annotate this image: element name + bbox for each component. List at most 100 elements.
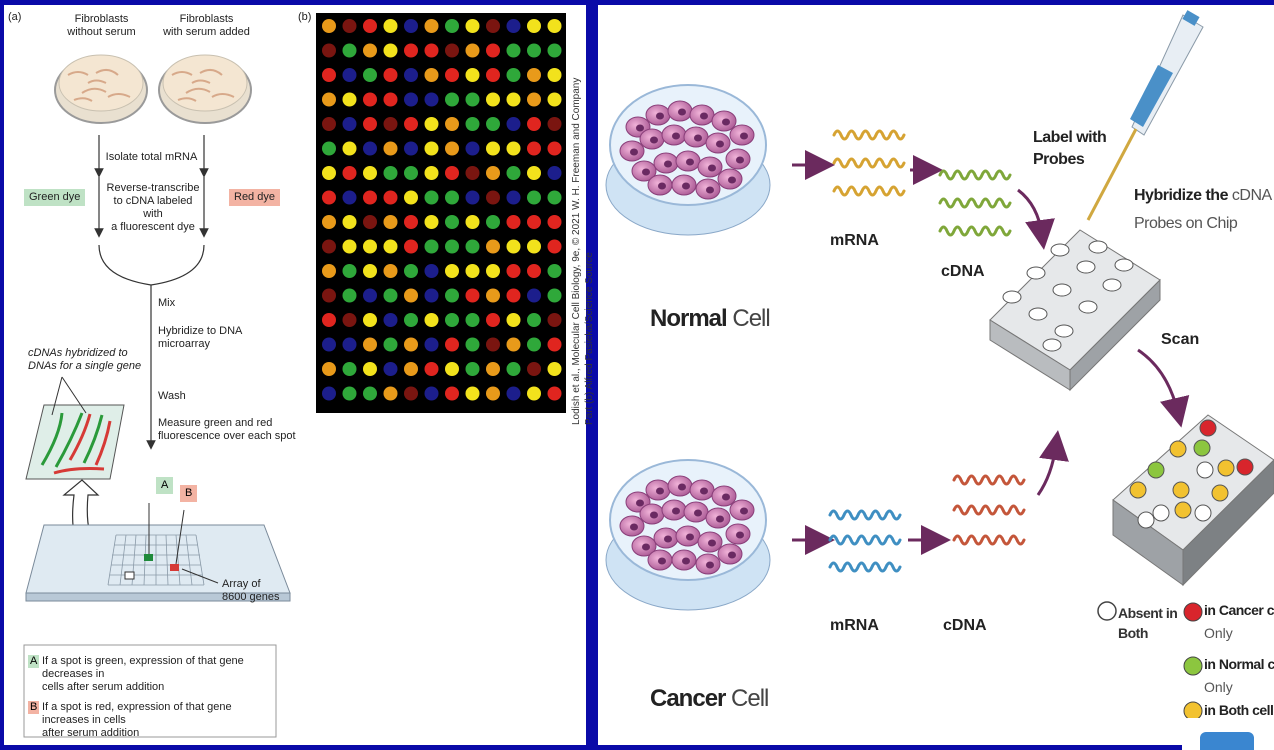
marker-a: A [156, 477, 174, 494]
microarray-spot [404, 190, 418, 205]
microarray-spot [342, 264, 357, 278]
microarray-spot [404, 337, 418, 352]
microarray-spot [424, 288, 439, 303]
microarray-spot [424, 313, 439, 327]
microarray-spot [465, 362, 480, 376]
microarray-spot [486, 19, 500, 33]
microarray-spot [506, 362, 521, 376]
microarray-spot [527, 288, 541, 303]
microarray-spot [342, 362, 357, 376]
legend-absent-text: Absent in Both [1118, 605, 1178, 641]
microarray-spot [342, 313, 357, 327]
microarray-spot [424, 386, 439, 401]
chip-well [1088, 240, 1108, 254]
microarray-spot [547, 141, 562, 156]
scanned-chip [1112, 414, 1274, 587]
microarray-spots [322, 19, 562, 401]
microarray-spot [322, 190, 336, 205]
legend-a-key: A [28, 655, 40, 668]
chip-well [1050, 243, 1070, 257]
corner-overlay [1182, 718, 1274, 750]
step-hybridize: Hybridize to DNA microarray [158, 325, 243, 350]
microarray-spot [486, 68, 500, 82]
microarray-spot [547, 92, 562, 107]
pipette [1086, 10, 1204, 221]
microarray-spot [547, 68, 562, 82]
microarray-spot [445, 313, 459, 327]
microarray-spot [342, 43, 357, 58]
microarray-spot [322, 239, 336, 254]
microarray-spot [404, 19, 418, 33]
chip-well [1026, 266, 1046, 280]
microarray-spot [322, 166, 336, 180]
chip-well [1042, 338, 1062, 352]
microarray-spot [363, 288, 377, 303]
microarray-spot [527, 166, 541, 180]
microarray-spot [383, 92, 398, 107]
app-icon [1200, 732, 1254, 750]
microarray-spot [342, 68, 357, 82]
microarray-spot [383, 386, 398, 401]
cdna-note: cDNAs hybridized to DNAs for a single ge… [28, 347, 142, 372]
microarray-spot [506, 386, 521, 401]
microarray-spot [486, 190, 500, 205]
microarray-spot [363, 313, 377, 327]
green-dye-box: Green dye [24, 189, 86, 206]
microarray-spot [527, 19, 541, 33]
mrna-top-label: mRNA [830, 232, 879, 249]
microarray-spot [486, 337, 500, 352]
microarray-spot [404, 43, 418, 58]
microarray-spot [506, 215, 521, 229]
microarray-spot [527, 313, 541, 327]
microarray-spot [445, 19, 459, 33]
microarray-spot [383, 239, 398, 254]
probes-on-chip: Probes on Chip [1134, 215, 1238, 232]
chip-spot [1169, 440, 1187, 458]
legend-box [23, 644, 277, 738]
microarray-spot [363, 190, 377, 205]
microarray-spot [445, 68, 459, 82]
normal-cell-dish [605, 84, 771, 236]
legend-normal-dot [1183, 656, 1203, 676]
microarray-spot [445, 92, 459, 107]
microarray-spot [363, 239, 377, 254]
figure-a-graphics [23, 13, 566, 738]
microarray-spot [363, 337, 377, 352]
chip-well [1054, 324, 1074, 338]
microarray-spot [322, 313, 336, 327]
microarray-spot [342, 92, 357, 107]
microarray-spot [527, 141, 541, 156]
microarray-spot [465, 288, 480, 303]
chip-spot [1147, 461, 1165, 479]
dish-without-serum [54, 54, 148, 124]
microarray-spot [383, 337, 398, 352]
microarray-spot [383, 190, 398, 205]
microarray-spot [363, 141, 377, 156]
chip-well [1078, 300, 1098, 314]
legend-normal-only: Only [1204, 679, 1233, 695]
legend-both-text: in Both cells [1204, 702, 1274, 718]
microarray-spot [465, 92, 480, 107]
microarray-spot [465, 337, 480, 352]
microarray-spot [424, 264, 439, 278]
microarray-spot [445, 215, 459, 229]
microarray-spot [383, 117, 398, 131]
microarray-spot [445, 43, 459, 58]
microarray-spot [363, 386, 377, 401]
microarray-spot [404, 288, 418, 303]
microarray-spot [527, 92, 541, 107]
microarray-spot [465, 313, 480, 327]
legend-cancer-text: in Cancer cells [1204, 602, 1274, 618]
panel-b-label: (b) [298, 11, 312, 23]
rna-strand [938, 169, 1012, 181]
microarray-spot [424, 362, 439, 376]
mrna-bottom-label: mRNA [830, 617, 879, 634]
chip-spot [1196, 461, 1214, 479]
chip-well [1002, 290, 1022, 304]
rna-strand [952, 534, 1026, 546]
microarray-spot [547, 43, 562, 58]
microarray-spot [486, 43, 500, 58]
microarray-spot [342, 215, 357, 229]
normal-cell-label: Normal Cell [650, 305, 771, 332]
microarray-spot [363, 92, 377, 107]
